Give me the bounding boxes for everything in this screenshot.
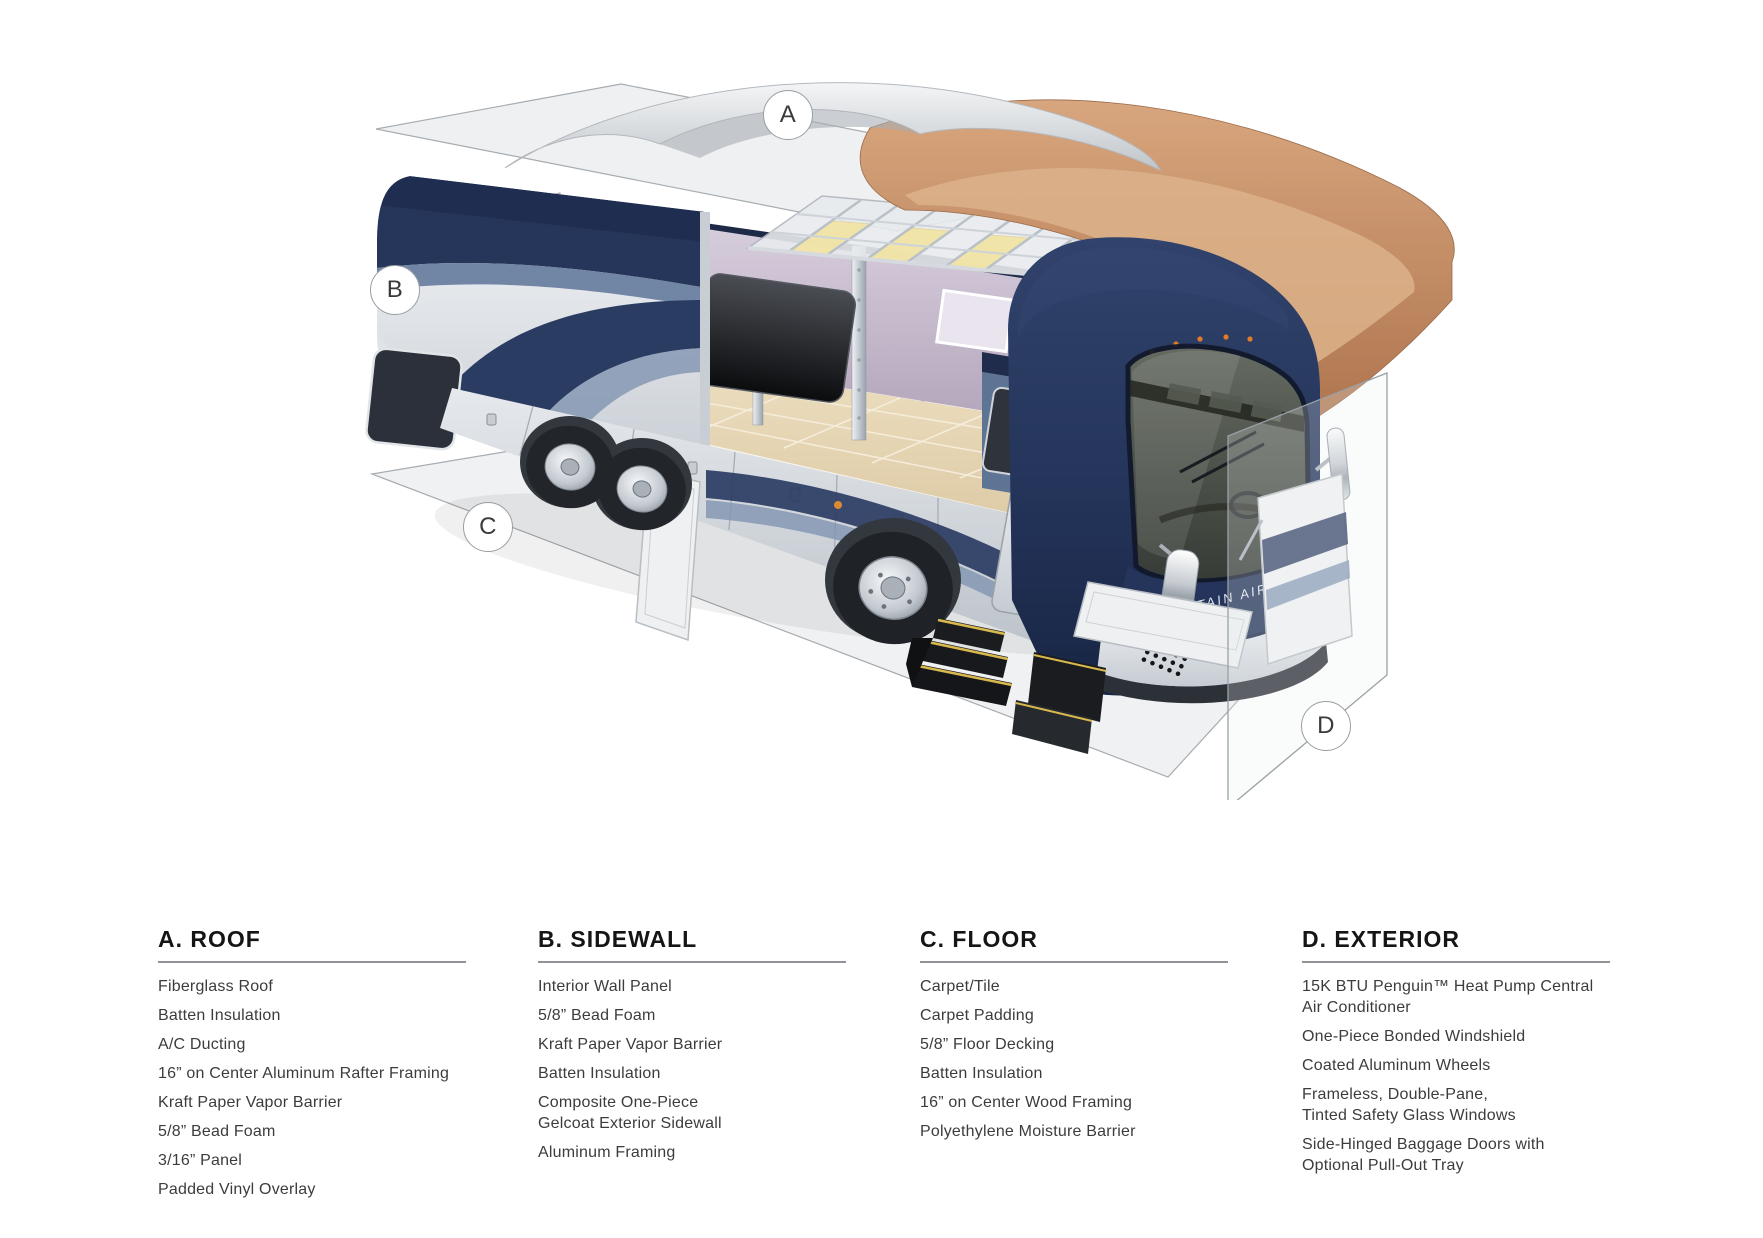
spec-rule	[538, 961, 846, 963]
spec-item: Carpet/Tile	[920, 978, 1000, 995]
spec-item: Batten Insulation	[920, 1065, 1043, 1082]
spec-item: Kraft Paper Vapor Barrier	[538, 1036, 723, 1053]
spec-rule	[158, 961, 466, 963]
exterior-plane-d	[1227, 372, 1388, 800]
spec-item: Batten Insulation	[158, 1007, 281, 1024]
spec-item: Fiberglass Roof	[158, 978, 274, 995]
spec-item: Padded Vinyl Overlay	[158, 1181, 316, 1198]
spec-column-exterior: D. EXTERIOR 15K BTU Penguin™ Heat Pump C…	[1302, 926, 1610, 1184]
spec-item: One-Piece Bonded Windshield	[1302, 1028, 1526, 1045]
pullout-tray	[1073, 581, 1253, 669]
spec-item: Carpet Padding	[920, 1007, 1034, 1024]
spec-item: Aluminum Framing	[538, 1144, 676, 1161]
spec-item: Interior Wall Panel	[538, 978, 672, 995]
spec-item: 5/8” Floor Decking	[920, 1036, 1055, 1053]
spec-item: Batten Insulation	[538, 1065, 661, 1082]
spec-item: Kraft Paper Vapor Barrier	[158, 1094, 343, 1111]
entry-steps	[906, 618, 1013, 706]
front-wheel	[825, 518, 961, 645]
spec-item: 5/8” Bead Foam	[538, 1007, 656, 1024]
spec-title-sidewall: B. SIDEWALL	[538, 926, 698, 952]
sidewall-cut-edge	[700, 212, 710, 492]
spec-item: 16” on Center Aluminum Rafter Framing	[158, 1065, 450, 1082]
marker-d: D	[1301, 701, 1351, 751]
spec-item: Polyethylene Moisture Barrier	[920, 1123, 1136, 1140]
interior-window-frame	[935, 288, 1015, 354]
motorhome-cutaway-illustration: MOUNTAIN AIRE	[365, 82, 1455, 800]
spec-column-roof: A. ROOF Fiberglass Roof Batten Insulatio…	[158, 926, 466, 1208]
spec-item: Side-Hinged Baggage Doors with Optional …	[1302, 1136, 1545, 1174]
spec-item: Composite One-Piece Gelcoat Exterior Sid…	[538, 1094, 722, 1132]
spec-item: Coated Aluminum Wheels	[1302, 1057, 1491, 1074]
spec-column-floor: C. FLOOR Carpet/Tile Carpet Padding 5/8”…	[920, 926, 1228, 1150]
spec-title-floor: C. FLOOR	[920, 926, 1038, 952]
spec-item: Frameless, Double-Pane, Tinted Safety Gl…	[1302, 1086, 1516, 1124]
tv-panel	[693, 273, 857, 403]
spec-column-sidewall: B. SIDEWALL Interior Wall Panel 5/8” Bea…	[538, 926, 846, 1171]
fiberglass-roof-sheet	[504, 82, 1162, 172]
spec-item: 3/16” Panel	[158, 1152, 243, 1169]
marker-b: B	[370, 265, 420, 315]
spec-rule	[920, 961, 1228, 963]
spec-item: 5/8” Bead Foam	[158, 1123, 276, 1140]
marker-c: C	[463, 502, 513, 552]
spec-rule	[1302, 961, 1610, 963]
spec-item: 16” on Center Wood Framing	[920, 1094, 1133, 1111]
marker-a: A	[763, 90, 813, 140]
rear-wheels	[520, 416, 692, 531]
storage-boxes	[1012, 652, 1107, 754]
spec-title-roof: A. ROOF	[158, 926, 261, 952]
spec-item: A/C Ducting	[158, 1036, 246, 1053]
open-front-baggage-door	[1238, 473, 1353, 666]
spec-item: 15K BTU Penguin™ Heat Pump Central Air C…	[1302, 978, 1594, 1016]
spec-title-exterior: D. EXTERIOR	[1302, 926, 1460, 952]
